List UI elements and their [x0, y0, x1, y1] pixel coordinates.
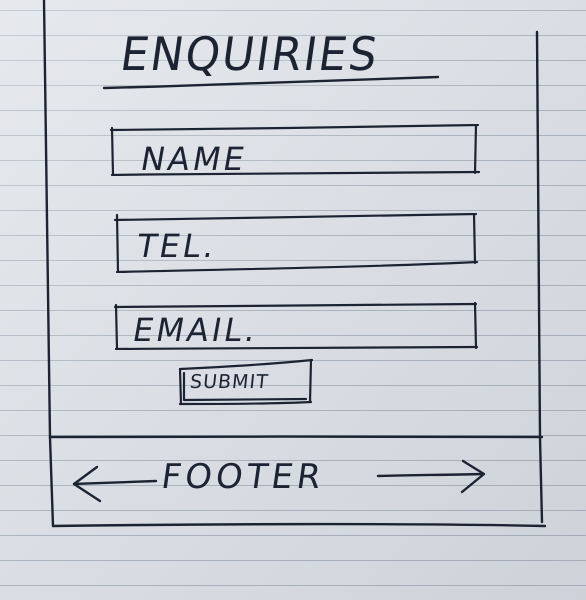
page-frame-left [42, 0, 52, 440]
submit-button-outline [178, 358, 314, 406]
email-field-outline [114, 302, 478, 350]
footer-frame-left [48, 436, 55, 528]
arrow-left-icon [72, 465, 158, 503]
email-field[interactable] [114, 302, 478, 350]
page-frame-right [535, 30, 542, 440]
name-field[interactable] [110, 124, 480, 176]
tel-field-outline [114, 213, 478, 273]
footer-frame-right [538, 436, 544, 524]
arrow-right-icon [376, 459, 486, 494]
submit-button[interactable] [178, 355, 314, 407]
name-field-outline [110, 124, 480, 176]
footer-frame-bottom [51, 522, 547, 528]
footer-label: FOOTER [158, 457, 328, 497]
title-underline [102, 75, 440, 90]
tel-field[interactable] [114, 213, 478, 273]
